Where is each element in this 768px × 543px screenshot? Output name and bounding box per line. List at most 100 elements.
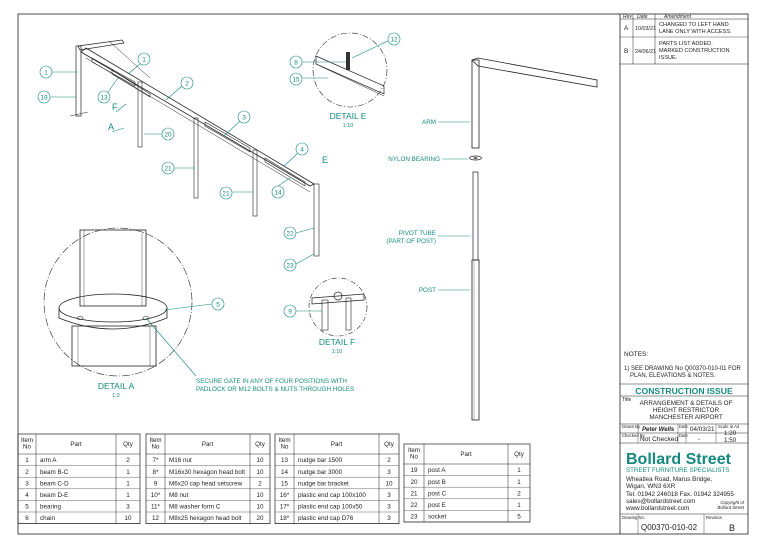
section-letter-e: E xyxy=(322,155,328,165)
nudge-bar-1 xyxy=(91,57,136,87)
cell-item-no: 7* xyxy=(153,457,160,464)
company-web: www.bollardstreet.com xyxy=(625,505,689,512)
balloon-14: 14 xyxy=(274,190,282,197)
cell-qty: 3 xyxy=(387,515,391,522)
header-qty: Qty xyxy=(384,441,395,448)
cell-qty: 10 xyxy=(124,515,132,522)
cell-qty: 2 xyxy=(126,457,130,464)
checked-by-value: Not Checked xyxy=(640,436,678,443)
nylon-bearing-label: NYLON BEARING xyxy=(388,156,440,163)
notes-line2: PLAN, ELEVATIONS & NOTES. xyxy=(630,373,716,379)
cell-part: arm A xyxy=(40,457,57,464)
balloon-4: 4 xyxy=(300,147,304,154)
balloon-20: 20 xyxy=(164,132,172,139)
company-name-part1: Bo xyxy=(626,451,648,468)
cell-part: post B xyxy=(428,479,446,486)
company-tagline: STREET FURNITURE SPECIALISTS xyxy=(626,467,729,474)
post-label: POST xyxy=(419,287,436,294)
header-item: No xyxy=(152,444,160,451)
cell-part: M8 washer form C xyxy=(169,504,221,511)
cell-qty: 1 xyxy=(126,480,130,487)
section-letter-a: A xyxy=(108,122,114,132)
revision-table: Rev Date Amendment A 10/03/21 CHANGED TO… xyxy=(620,14,748,65)
cell-item-no: 9 xyxy=(154,480,158,487)
cell-qty: 10 xyxy=(256,504,264,511)
nudge-bar-4 xyxy=(264,157,306,187)
issue-status: CONSTRUCTION ISSUE xyxy=(635,386,733,396)
header-part: Part xyxy=(460,451,472,458)
drawing-no-value: Q00370-010-02 xyxy=(641,523,698,532)
balloon-2: 2 xyxy=(185,81,189,88)
secure-gate-note-line1: SECURE GATE IN ANY OF FOUR POSITIONS WIT… xyxy=(196,378,347,385)
balloon-21b: 21 xyxy=(222,191,230,198)
balloon-12: 12 xyxy=(390,37,398,44)
rev-b-date: 24/06/21 xyxy=(635,49,656,55)
main-isometric-view xyxy=(69,39,320,257)
scale-1: 1:20 xyxy=(724,430,737,437)
cell-item-no: 23 xyxy=(410,514,418,521)
cell-item-no: 17* xyxy=(280,504,290,511)
cell-part: plastic end cap D76 xyxy=(298,515,354,522)
drawn-by-name: Peter Wells xyxy=(642,427,675,433)
detail-e-title: DETAIL E xyxy=(330,111,367,121)
copyright-1: Copyright of xyxy=(720,500,744,505)
rev-b-line1: PARTS LIST ADDED. xyxy=(659,41,713,47)
cell-part: M8x25 hexagon head bolt xyxy=(169,515,242,522)
company-address-2: Wigan, WN3 6XR xyxy=(626,483,676,490)
cell-item-no: 22 xyxy=(410,502,418,509)
balloon-9: 9 xyxy=(288,309,292,316)
cell-item-no: 2 xyxy=(25,469,29,476)
cell-qty: 3 xyxy=(387,469,391,476)
cell-qty: 3 xyxy=(387,492,391,499)
rev-b-line2: MARKED CONSTRUCTION xyxy=(659,48,730,54)
post-c1 xyxy=(193,117,199,199)
cell-qty: 20 xyxy=(256,515,264,522)
pivot-tube-label: PIVOT TUBE xyxy=(399,230,436,237)
cell-part: M8 nut xyxy=(169,492,189,499)
cell-part: post E xyxy=(428,502,446,509)
rev-a-line2: LANE ONLY WITH ACCESS. xyxy=(659,29,732,35)
company-email: sales@bollardstreet.com xyxy=(626,498,695,505)
cell-part: M16x30 hexagon head bolt xyxy=(169,469,245,476)
pivot-tube-label-sub: (PART OF POST) xyxy=(386,238,436,245)
cell-item-no: 18* xyxy=(280,515,290,522)
balloon-3: 3 xyxy=(242,115,246,122)
cell-part: bearing xyxy=(40,504,62,511)
detail-e-view: 8 15 12 xyxy=(289,32,401,108)
main-balloons: 1 19 13 1 2 20 3 21 21 4 14 22 xyxy=(37,52,315,272)
title-line3: MANCHESTER AIRPORT xyxy=(649,414,723,421)
title-line2: HEIGHT RESTRICTOR xyxy=(653,407,720,414)
cell-part: M16 nut xyxy=(169,457,192,464)
balloon-15: 15 xyxy=(292,77,300,84)
cell-qty: 2 xyxy=(517,490,521,497)
rev-b-line3: ISSUE. xyxy=(659,55,678,61)
company-name-part2: llard Street xyxy=(647,451,731,468)
scale-2: 1:50 xyxy=(724,437,737,444)
drawn-date: 04/03/21 xyxy=(690,426,715,433)
cell-item-no: 19 xyxy=(410,467,418,474)
rev-header: Rev xyxy=(623,14,632,20)
amendment-header: Amendment xyxy=(663,14,692,20)
drawn-by-label: Drawn By xyxy=(622,424,641,429)
rev-a-line1: CHANGED TO LEFT HAND xyxy=(659,22,729,28)
balloon-22: 22 xyxy=(286,231,294,238)
detail-a-scale: 1:2 xyxy=(112,393,120,399)
detail-a-title: DETAIL A xyxy=(98,381,135,391)
cell-part: chain xyxy=(40,515,56,522)
cell-qty: 10 xyxy=(256,457,264,464)
cell-qty: 2 xyxy=(387,457,391,464)
post-b xyxy=(137,81,143,148)
cell-qty: 5 xyxy=(517,514,521,521)
header-item: No xyxy=(410,454,418,461)
rev-a-date: 10/03/21 xyxy=(635,26,656,32)
cell-part: post C xyxy=(428,490,447,497)
